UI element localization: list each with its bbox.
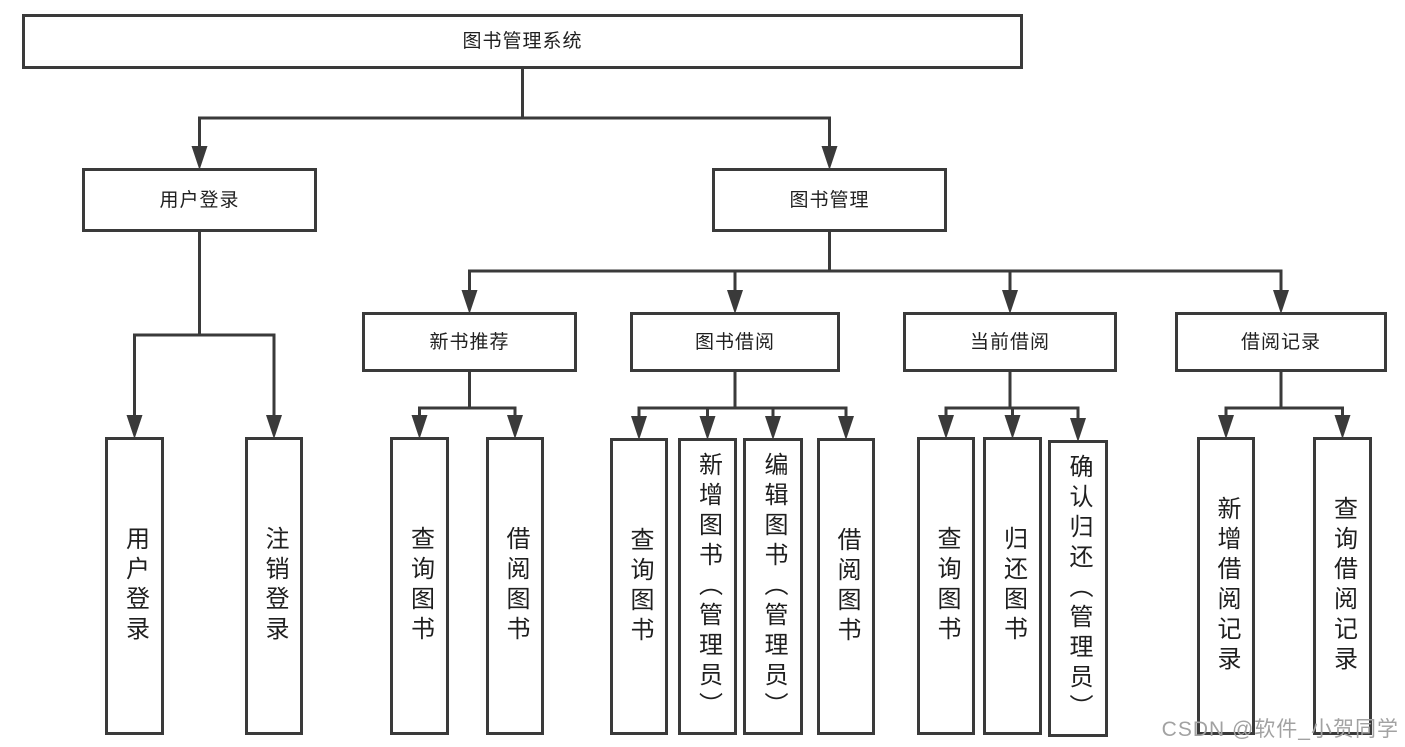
node-root: 图书管理系统 bbox=[22, 14, 1023, 69]
node-cb-return-book: 归还图书 bbox=[983, 437, 1042, 735]
node-br-query-record: 查询借阅记录 bbox=[1313, 437, 1372, 735]
node-bb-add-book: 新增图书（管理员） bbox=[678, 438, 737, 735]
node-user-login: 用户登录 bbox=[82, 168, 317, 232]
watermark: CSDN @软件_小贺同学 bbox=[1161, 718, 1399, 741]
node-book-mgmt: 图书管理 bbox=[712, 168, 947, 232]
node-bb-edit-book: 编辑图书（管理员） bbox=[743, 438, 803, 735]
node-bb-query-book: 查询图书 bbox=[610, 438, 668, 735]
node-logout: 注销登录 bbox=[245, 437, 303, 735]
node-br-add-record: 新增借阅记录 bbox=[1197, 437, 1255, 735]
node-book-borrow: 图书借阅 bbox=[630, 312, 840, 372]
node-borrow-records: 借阅记录 bbox=[1175, 312, 1387, 372]
node-bb-borrow-book: 借阅图书 bbox=[817, 438, 875, 735]
node-new-book-rec: 新书推荐 bbox=[362, 312, 577, 372]
node-cb-confirm-return: 确认归还（管理员） bbox=[1048, 440, 1108, 737]
node-rec-query-book: 查询图书 bbox=[390, 437, 449, 735]
node-rec-borrow-book: 借阅图书 bbox=[486, 437, 544, 735]
node-cb-query-book: 查询图书 bbox=[917, 437, 975, 735]
node-current-borrow: 当前借阅 bbox=[903, 312, 1117, 372]
node-login: 用户登录 bbox=[105, 437, 164, 735]
